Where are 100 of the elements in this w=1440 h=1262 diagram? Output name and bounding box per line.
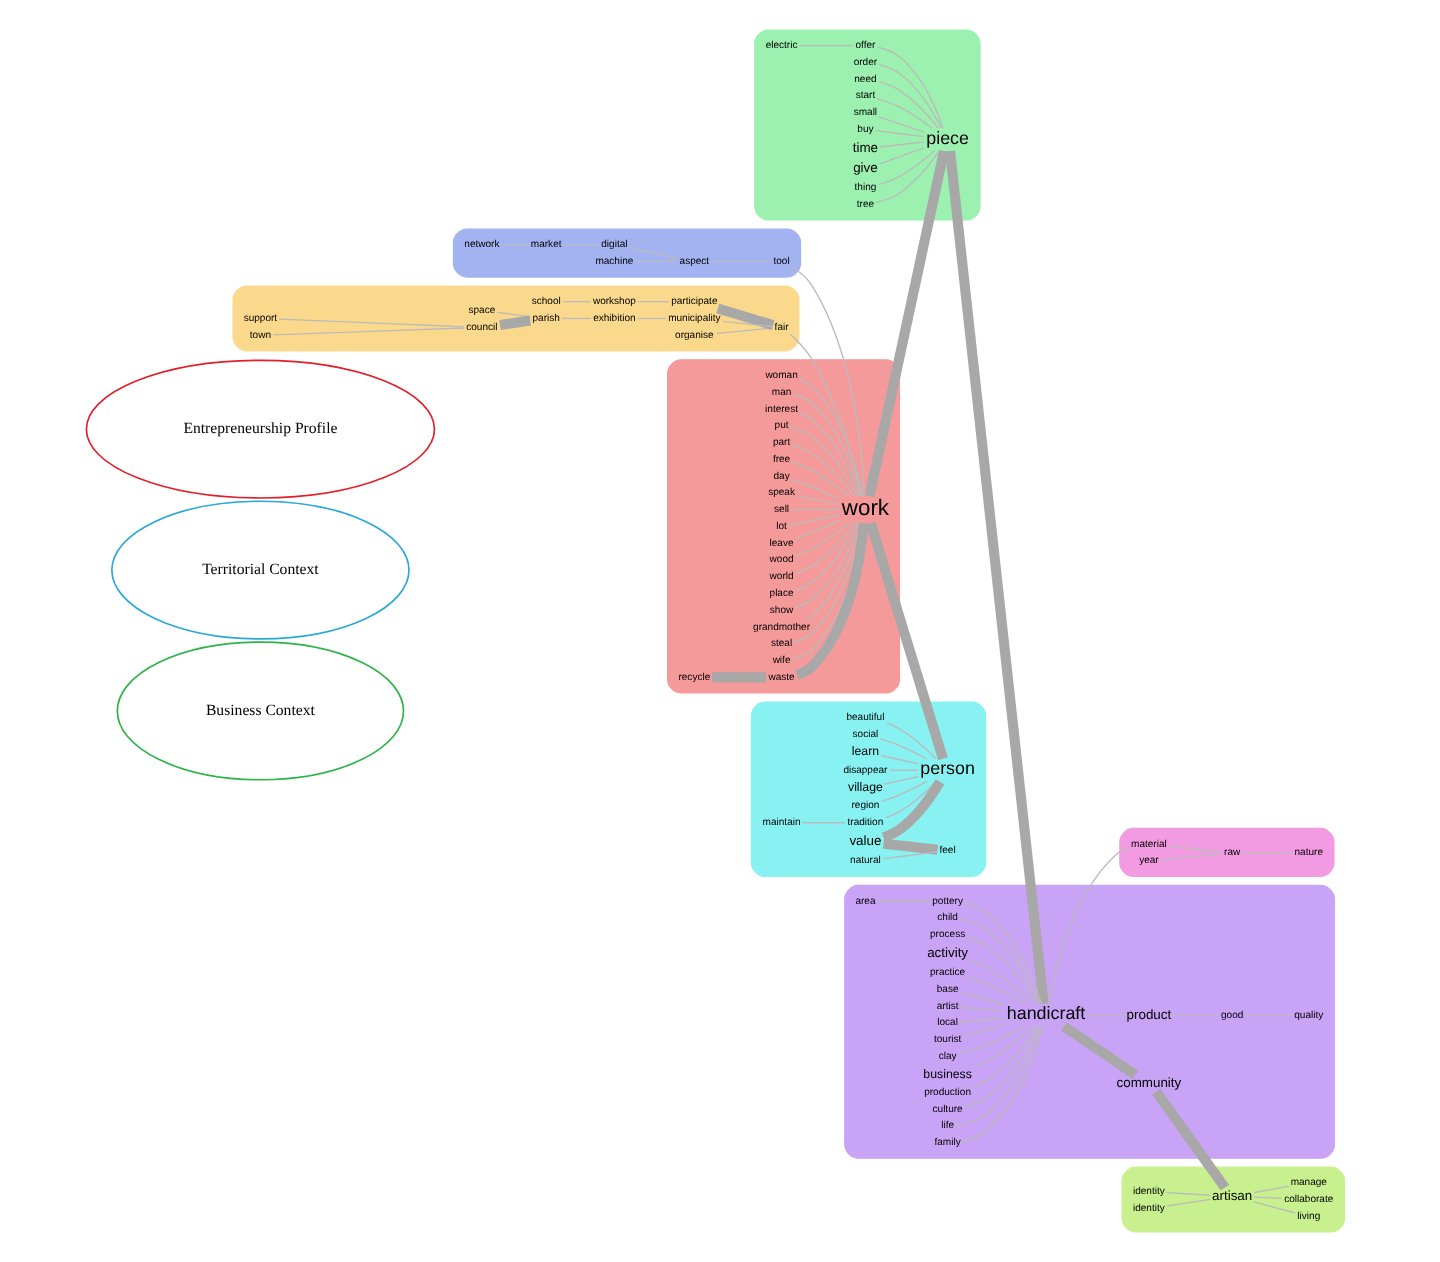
connector xyxy=(1253,1196,1283,1200)
connector xyxy=(629,247,679,259)
connector xyxy=(880,754,920,765)
connector xyxy=(795,522,850,557)
connector xyxy=(1160,853,1223,861)
connector xyxy=(874,150,940,204)
connector xyxy=(881,779,945,843)
connector xyxy=(499,315,531,330)
connector xyxy=(791,444,856,497)
connector xyxy=(876,46,944,129)
connector xyxy=(879,737,928,760)
node-text: piece xyxy=(926,127,969,148)
connector xyxy=(798,44,855,47)
connector xyxy=(792,393,862,497)
connector xyxy=(1060,1022,1139,1079)
connector xyxy=(877,150,936,186)
connector xyxy=(278,318,465,328)
connector xyxy=(722,320,774,328)
connector xyxy=(789,333,863,497)
connector xyxy=(1048,847,1130,1005)
connector xyxy=(561,317,592,320)
connector xyxy=(883,775,920,785)
connector xyxy=(1241,852,1293,854)
connector xyxy=(882,838,939,855)
node-text: handicraft xyxy=(1006,1003,1086,1024)
connector xyxy=(876,900,932,902)
connector xyxy=(715,327,774,334)
connector xyxy=(963,1025,1041,1108)
node-text: person xyxy=(920,758,975,779)
connector xyxy=(712,672,766,683)
connector xyxy=(799,378,863,497)
connector xyxy=(864,149,949,498)
connector xyxy=(790,509,841,511)
connector xyxy=(1166,1198,1211,1207)
connector xyxy=(791,461,850,497)
connector xyxy=(945,150,1049,1005)
connector xyxy=(802,822,846,824)
connector xyxy=(637,301,670,303)
connector xyxy=(796,495,841,506)
node-ellipse: Business Context xyxy=(116,641,405,781)
connector xyxy=(962,1024,1006,1037)
connector xyxy=(959,991,1006,1005)
connector xyxy=(881,780,928,803)
connector xyxy=(787,514,841,526)
connector xyxy=(876,97,933,129)
cluster xyxy=(666,359,901,694)
connector xyxy=(865,521,948,761)
connector xyxy=(884,780,937,819)
connector xyxy=(1253,1185,1290,1194)
connector xyxy=(496,311,531,318)
connector xyxy=(875,129,925,138)
cluster xyxy=(754,29,981,221)
connector xyxy=(794,522,859,592)
node-ellipse: Territorial Context xyxy=(111,500,410,640)
connector xyxy=(878,81,940,129)
connector xyxy=(1245,1014,1293,1016)
connector xyxy=(878,64,942,129)
connector xyxy=(562,301,592,303)
connector xyxy=(1171,1014,1220,1016)
connector xyxy=(1152,1088,1229,1191)
connector xyxy=(794,522,861,609)
connector xyxy=(500,244,531,246)
cluster xyxy=(232,285,800,352)
connector xyxy=(791,478,841,500)
connector xyxy=(889,769,919,771)
connector xyxy=(959,1006,1005,1012)
connector xyxy=(637,317,667,320)
connector xyxy=(1253,1201,1296,1214)
connector xyxy=(955,1025,1042,1126)
connector xyxy=(795,519,841,540)
connector xyxy=(879,147,925,165)
connector xyxy=(882,851,939,860)
connector xyxy=(272,327,465,336)
connector xyxy=(879,141,925,148)
connector xyxy=(1086,1014,1127,1016)
node-text: work xyxy=(841,497,890,522)
connector xyxy=(791,266,865,497)
connector xyxy=(966,976,1027,1005)
connector xyxy=(968,959,1035,1005)
connector xyxy=(972,1025,1039,1088)
node-ellipse: Entrepreneurship Profile xyxy=(85,359,436,499)
connector xyxy=(799,412,861,497)
connector xyxy=(962,1025,1043,1142)
connector xyxy=(1168,845,1223,853)
connector xyxy=(886,722,937,760)
connector xyxy=(710,260,772,263)
connector xyxy=(972,1025,1034,1069)
connector xyxy=(959,918,1041,1005)
connector xyxy=(789,426,859,497)
connector xyxy=(562,244,600,246)
connector xyxy=(966,937,1039,1005)
connector xyxy=(957,1025,1026,1055)
connector xyxy=(716,303,775,330)
cluster xyxy=(1119,827,1335,877)
connector xyxy=(1166,1192,1211,1196)
cluster xyxy=(750,701,987,877)
connector xyxy=(878,116,925,133)
cluster xyxy=(1121,1166,1346,1233)
connector xyxy=(795,522,869,680)
cluster xyxy=(452,228,802,278)
